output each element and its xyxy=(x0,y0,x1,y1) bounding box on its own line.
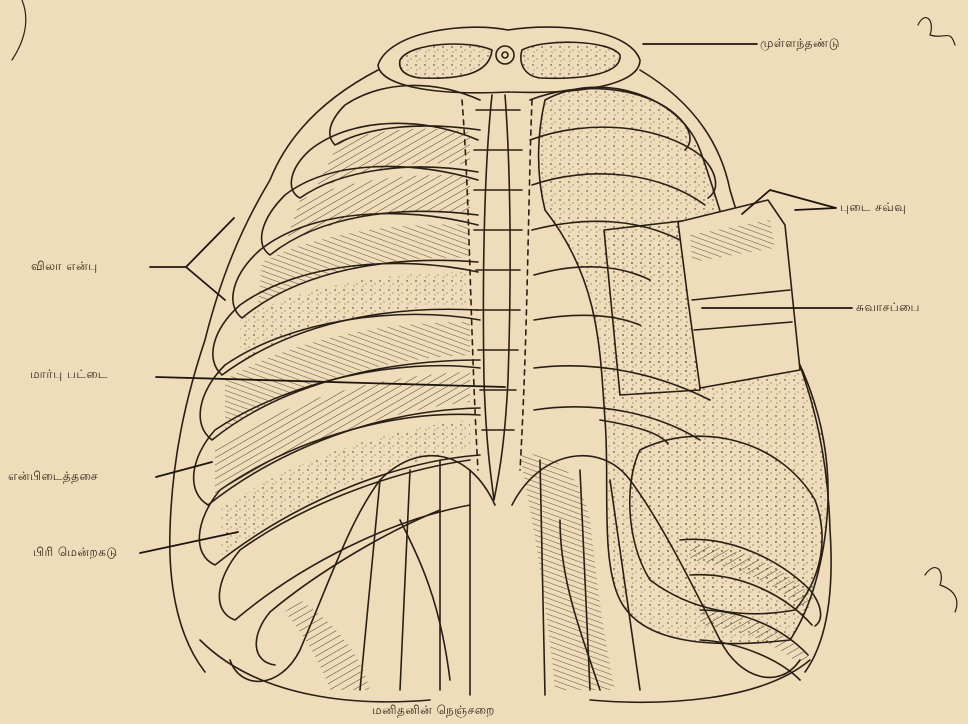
margin-mark xyxy=(12,0,26,60)
vertebra-section xyxy=(378,27,640,93)
margin-scribble-2 xyxy=(925,568,957,612)
leader-intercostal xyxy=(156,462,212,477)
label-intercostal-muscle: என்பிடைத்தசை xyxy=(8,469,98,485)
label-rib: விலா என்பு xyxy=(31,259,98,275)
figure-caption: மனிதனின் நெஞ்சறை xyxy=(372,703,495,719)
label-lung: சுவாசப்பை xyxy=(856,300,920,316)
label-pleura: புடை சவ்வு xyxy=(840,200,906,216)
sternum xyxy=(462,95,532,500)
pleura-flap xyxy=(678,200,800,388)
left-ribs xyxy=(194,85,480,665)
label-sternum: மார்பு பட்டை xyxy=(30,367,108,383)
margin-scribble xyxy=(918,18,955,45)
label-diaphragm: பிரி மென்றகடு xyxy=(33,545,118,561)
label-spinal-cord: முள்ளந்தண்டு xyxy=(760,36,840,52)
leader-rib xyxy=(150,218,234,300)
